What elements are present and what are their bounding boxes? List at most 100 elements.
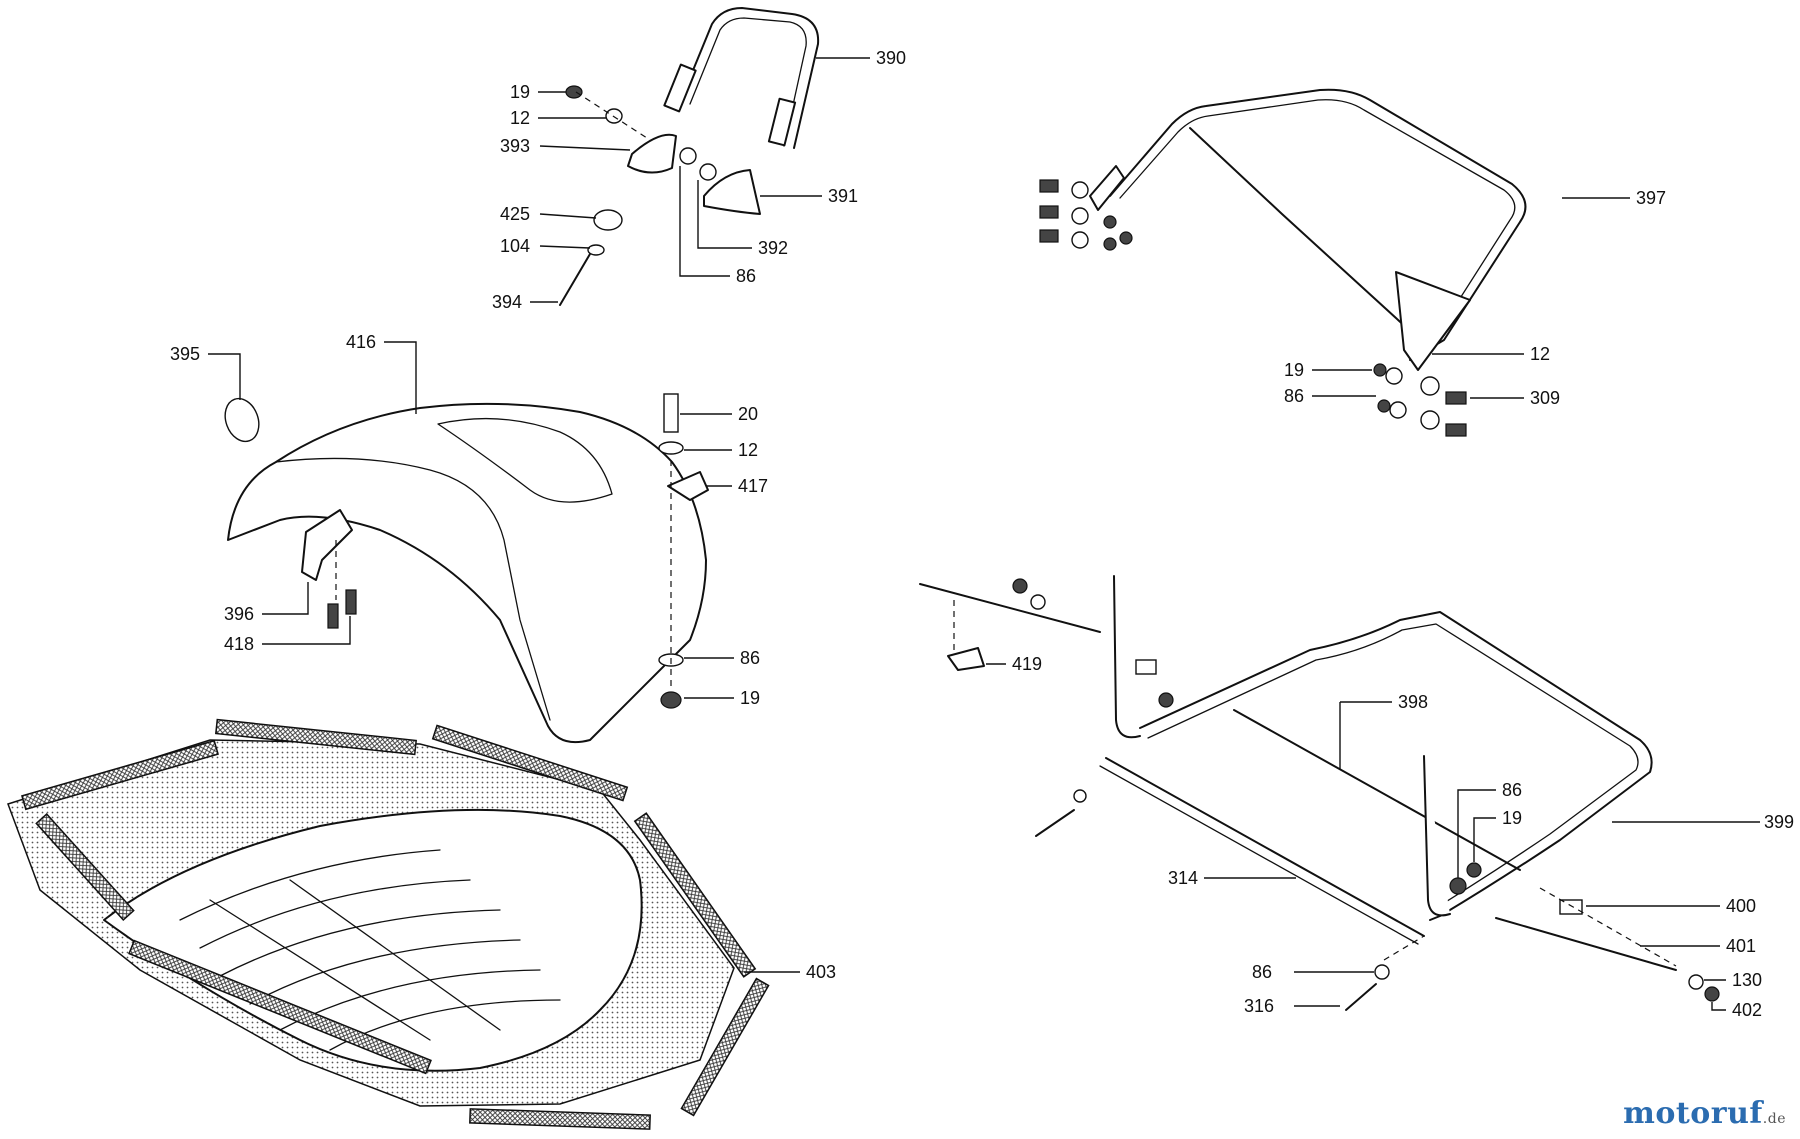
strut-419 xyxy=(919,583,1101,633)
callout-417: 417 xyxy=(738,476,768,496)
frame-397-plate xyxy=(1395,271,1471,371)
bushing-upper xyxy=(1135,659,1157,675)
handle-grip-right xyxy=(767,97,797,147)
frame-397-side xyxy=(1089,165,1125,211)
washer-lower-left xyxy=(1073,789,1087,803)
washer-392 xyxy=(679,147,697,165)
washer-86-lower xyxy=(1374,964,1390,980)
frame-398-group xyxy=(919,575,1720,1011)
bolt-lower-left xyxy=(1035,809,1075,837)
callout-390: 390 xyxy=(876,48,906,68)
tube-314-b xyxy=(1099,765,1419,945)
callout-19-a: 19 xyxy=(510,82,530,102)
watermark-logo: motoruf.de xyxy=(1623,1096,1786,1131)
callout-400: 400 xyxy=(1726,896,1756,916)
callout-397: 397 xyxy=(1636,188,1666,208)
nut-19 xyxy=(565,85,583,99)
edge-strip-1 xyxy=(21,739,219,811)
callout-394: 394 xyxy=(492,292,522,312)
axis-lower xyxy=(1383,935,1425,961)
frame-399 xyxy=(1139,611,1653,921)
callout-19-d: 19 xyxy=(1502,808,1522,828)
callout-403: 403 xyxy=(806,962,836,982)
callout-399: 399 xyxy=(1764,812,1794,832)
callout-398: 398 xyxy=(1398,692,1428,712)
screw-418a xyxy=(327,603,339,629)
callout-86-a: 86 xyxy=(736,266,756,286)
callout-19-c: 19 xyxy=(740,688,760,708)
upright-left xyxy=(1113,575,1141,739)
bracket-393 xyxy=(627,133,677,174)
callout-396: 396 xyxy=(224,604,254,624)
edge-strip-6 xyxy=(469,1108,651,1130)
washer-130 xyxy=(1688,974,1704,990)
catcher-ribs xyxy=(179,849,561,1051)
edge-strip-5 xyxy=(680,977,770,1117)
cover-416 xyxy=(227,402,707,744)
edge-strip-3 xyxy=(431,724,629,802)
strut-401 xyxy=(1495,917,1677,971)
edge-strip-8 xyxy=(35,812,135,922)
tube-314 xyxy=(1105,757,1425,937)
callout-130: 130 xyxy=(1732,970,1762,990)
cover-416-window xyxy=(437,417,613,503)
callout-12-c: 12 xyxy=(738,440,758,460)
knob-425 xyxy=(593,209,623,231)
callout-86-e: 86 xyxy=(1252,962,1272,982)
axis-400 xyxy=(1539,887,1677,967)
callout-86-d: 86 xyxy=(1502,780,1522,800)
bolt-20 xyxy=(663,393,679,433)
callout-401: 401 xyxy=(1726,936,1756,956)
nut-402 xyxy=(1704,986,1720,1002)
edge-strip-2 xyxy=(214,718,418,756)
top-handle-group xyxy=(559,7,820,306)
bolt-cluster-left xyxy=(1039,179,1133,251)
callout-416: 416 xyxy=(346,332,376,352)
nut-86-right xyxy=(1449,877,1467,895)
callout-86-b: 86 xyxy=(1284,386,1304,406)
cap-395 xyxy=(224,397,260,443)
cover-391 xyxy=(703,169,761,215)
nut-upper-a xyxy=(1012,578,1028,594)
washer-12-mid xyxy=(658,441,684,455)
washer-104 xyxy=(587,244,605,256)
clip-419 xyxy=(947,647,985,671)
callout-392: 392 xyxy=(758,238,788,258)
bolt-316 xyxy=(1345,983,1377,1011)
callout-309: 309 xyxy=(1530,388,1560,408)
edge-strip-4 xyxy=(633,812,757,978)
nut-upper-c xyxy=(1158,692,1174,708)
nut-19-mid xyxy=(660,691,682,709)
bolt-86-head xyxy=(699,163,717,181)
handle-grip-left xyxy=(663,63,697,113)
bolt-cluster-right xyxy=(1373,363,1467,437)
callout-104: 104 xyxy=(500,236,530,256)
crossbar-398 xyxy=(1233,709,1521,871)
callout-19-b: 19 xyxy=(1284,360,1304,380)
callout-395: 395 xyxy=(170,344,200,364)
watermark-suffix: .de xyxy=(1762,1111,1786,1127)
bolt-394 xyxy=(559,253,591,306)
handle-390-inner xyxy=(689,17,807,147)
catcher-tray xyxy=(103,808,643,1072)
cover-416-group xyxy=(224,393,709,744)
callouts: 390 19 12 393 391 425 392 104 86 394 397… xyxy=(170,48,1794,1020)
callout-402: 402 xyxy=(1732,1000,1762,1020)
frame-397-crossbar xyxy=(1189,127,1421,341)
bushing-400 xyxy=(1559,899,1583,915)
frame-397-group xyxy=(1039,88,1527,437)
nut-19-right xyxy=(1466,862,1482,878)
callout-391: 391 xyxy=(828,186,858,206)
callout-20: 20 xyxy=(738,404,758,424)
bracket-396 xyxy=(301,509,353,581)
catcher-403-group xyxy=(7,718,770,1130)
callout-86-c: 86 xyxy=(740,648,760,668)
callout-419: 419 xyxy=(1012,654,1042,674)
frame-397 xyxy=(1109,88,1527,361)
callout-425: 425 xyxy=(500,204,530,224)
edge-strip-7 xyxy=(128,939,432,1075)
nut-upper-b xyxy=(1030,594,1046,610)
callout-393: 393 xyxy=(500,136,530,156)
callout-12-b: 12 xyxy=(1530,344,1550,364)
callout-12-a: 12 xyxy=(510,108,530,128)
